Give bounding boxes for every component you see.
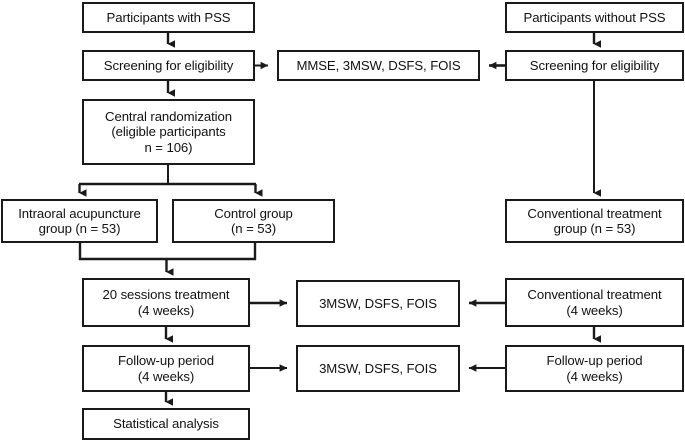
node-follow-up-left: Follow-up period (4 weeks) — [82, 345, 250, 392]
node-participants-without-pss: Participants without PSS — [505, 2, 684, 33]
node-screening-left: Screening for eligibility — [82, 50, 255, 81]
node-assessments-bottom: 3MSW, DSFS, FOIS — [296, 345, 460, 392]
node-screening-right: Screening for eligibility — [505, 50, 684, 81]
node-follow-up-right: Follow-up period (4 weeks) — [505, 345, 684, 392]
node-assessments-top: MMSE, 3MSW, DSFS, FOIS — [277, 50, 480, 81]
node-conventional-treatment-4-weeks: Conventional treatment (4 weeks) — [505, 278, 684, 327]
node-intraoral-acupuncture-group: Intraoral acupuncture group (n = 53) — [1, 199, 158, 243]
connector-groups-merge-to-treatment — [78, 243, 257, 276]
connector-randomization-split — [78, 165, 263, 197]
node-control-group: Control group (n = 53) — [172, 199, 335, 243]
node-assessments-middle: 3MSW, DSFS, FOIS — [296, 280, 460, 327]
node-twenty-sessions-treatment: 20 sessions treatment (4 weeks) — [82, 278, 250, 327]
node-statistical-analysis: Statistical analysis — [82, 408, 250, 440]
node-conventional-treatment-group: Conventional treatment group (n = 53) — [505, 199, 684, 243]
node-participants-with-pss: Participants with PSS — [82, 2, 255, 33]
node-central-randomization: Central randomization (eligible particip… — [82, 99, 255, 165]
